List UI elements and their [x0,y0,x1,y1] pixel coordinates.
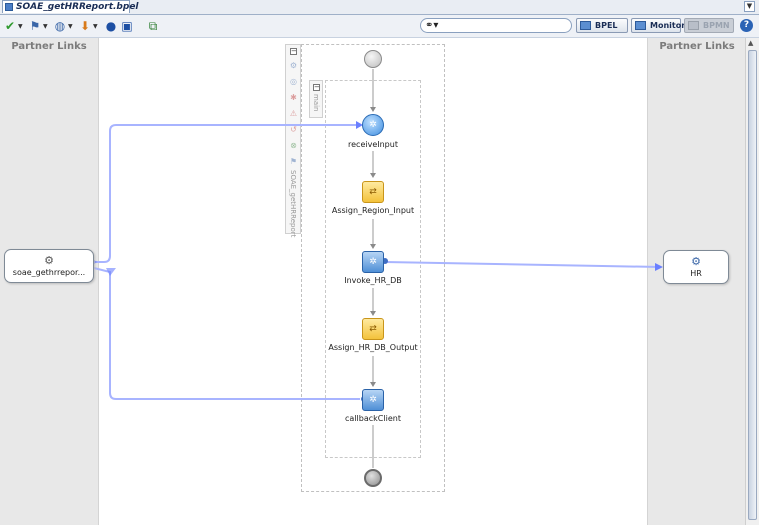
deploy-icon[interactable]: ⬇ [79,19,91,33]
activity-assign-hr-db-output[interactable]: ⇄ Assign_HR_DB_Output [328,318,418,352]
bookmark-icon[interactable]: ⚑ [29,19,41,33]
activity-assign-hr-db-output-label: Assign_HR_DB_Output [328,343,418,352]
editor-tab-bar: SOAE_getHRReport.bpel ▼ [0,0,759,15]
editor-toolbar: ✔ ▼ ⚑ ▼ ◍ ▼ ⬇ ▼ ● ▣ ⧉ ⚭▾ BPEL Monitor BP… [0,15,759,38]
process-scope-sidebar: − ⚙ ◎ ✱ ⚠ ↺ ⊗ ⚑ SOAE_getHRReport [285,44,301,238]
arrow-into-client-from-callback [106,268,116,276]
bpmn-view-icon [688,21,699,30]
activity-invoke-hr-db-label: Invoke_HR_DB [344,276,402,285]
copy-icon[interactable]: ▣ [121,19,133,33]
wire-callback-to-client [93,267,360,400]
main-collapse-icon[interactable]: − [313,83,320,91]
left-lane-title: Partner Links [11,41,87,52]
arrow-into-hr [655,263,663,271]
properties-icon[interactable]: ⚑ [289,157,298,166]
activity-assign-region-input-label: Assign_Region_Input [331,206,415,215]
variables-icon[interactable]: ⚙ [289,61,298,70]
fault-handlers-icon[interactable]: ⚠ [289,109,298,118]
deploy-menu-caret-icon[interactable]: ▼ [93,23,98,30]
arrow-to-callback [370,382,376,387]
arrow-to-assign1 [370,173,376,178]
tab-list-dropdown-icon[interactable]: ▼ [744,1,755,12]
receive-gear-icon: ✲ [369,120,377,130]
arrow-into-receive [356,121,363,129]
bpel-button[interactable]: BPEL [576,18,628,33]
arrow-to-invoke [370,244,376,249]
tab-label: SOAE_getHRReport.bpel [16,2,139,12]
monitor-view-icon [635,21,646,30]
activity-callback-client-label: callbackClient [345,414,401,423]
activity-assign-region-input[interactable]: ⇄ Assign_Region_Input [332,181,414,215]
search-box[interactable]: ⚭▾ [420,18,572,33]
globe-icon[interactable]: ◍ [54,19,66,33]
db-adapter-icon: ⚙ [691,255,701,268]
partner-link-hr-label: HR [690,269,702,278]
bpel-view-icon [580,21,591,30]
layout-icon[interactable]: ⧉ [148,19,158,33]
wire-client-to-receive [94,124,356,263]
globe-menu-caret-icon[interactable]: ▼ [68,23,73,30]
binoculars-icon[interactable]: ⚭▾ [425,20,439,31]
activity-receive-input-label: receiveInput [348,140,398,149]
process-scope-label: SOAE_getHRReport [289,170,297,238]
sequence-arrows [370,107,376,387]
bpmn-button-label: BPMN [703,21,730,30]
process-scope[interactable] [301,44,445,492]
main-scope-label: main [312,94,320,112]
info-icon[interactable]: ● [105,19,117,33]
correlation-icon[interactable]: ◎ [290,77,297,86]
arrow-to-receive [370,107,376,112]
termination-icon[interactable]: ⊗ [290,141,297,150]
activity-invoke-hr-db[interactable]: ✲ Invoke_HR_DB [344,251,402,285]
assign-icon: ⇄ [369,324,377,334]
monitor-button[interactable]: Monitor [631,18,685,33]
process-start-node[interactable] [364,50,382,68]
vertical-scrollbar[interactable]: ▲ [745,38,759,525]
help-icon[interactable]: ? [740,19,753,32]
search-input[interactable] [449,20,565,31]
compensation-icon[interactable]: ↺ [290,125,297,134]
wire-invoke-to-hr [384,261,661,268]
activity-receive-input[interactable]: ✲ receiveInput [348,114,398,149]
partner-link-client-label: soae_gethrrepor... [12,268,86,277]
invoke-gear-icon: ✲ [369,395,377,405]
validate-menu-caret-icon[interactable]: ▼ [18,23,23,30]
invoke-gear-icon: ✲ [369,257,377,267]
assign-icon: ⇄ [369,187,377,197]
arrow-to-assign2 [370,311,376,316]
bpel-file-icon [5,3,13,11]
scroll-up-icon[interactable]: ▲ [748,39,754,47]
validate-check-icon[interactable]: ✔ [4,19,16,33]
right-lane-title: Partner Links [659,41,735,52]
process-end-node[interactable] [364,469,382,487]
bpel-button-label: BPEL [595,21,618,30]
main-scope-tab: − main [309,80,323,118]
partner-link-wires [93,124,661,400]
partner-link-client[interactable]: ⚙ soae_gethrrepor... [4,249,94,283]
partner-link-hr[interactable]: ⚙ HR [663,250,729,284]
process-collapse-icon[interactable]: − [290,47,297,55]
event-handlers-icon[interactable]: ✱ [290,93,297,102]
bpmn-button: BPMN [684,18,734,33]
monitor-button-label: Monitor [650,21,686,30]
bookmark-menu-caret-icon[interactable]: ▼ [43,23,48,30]
scrollbar-thumb[interactable] [748,50,757,520]
service-gear-icon: ⚙ [44,254,54,267]
tab-soae-gethrreport[interactable]: SOAE_getHRReport.bpel [2,0,139,13]
activity-callback-client[interactable]: ✲ callbackClient [345,389,401,423]
